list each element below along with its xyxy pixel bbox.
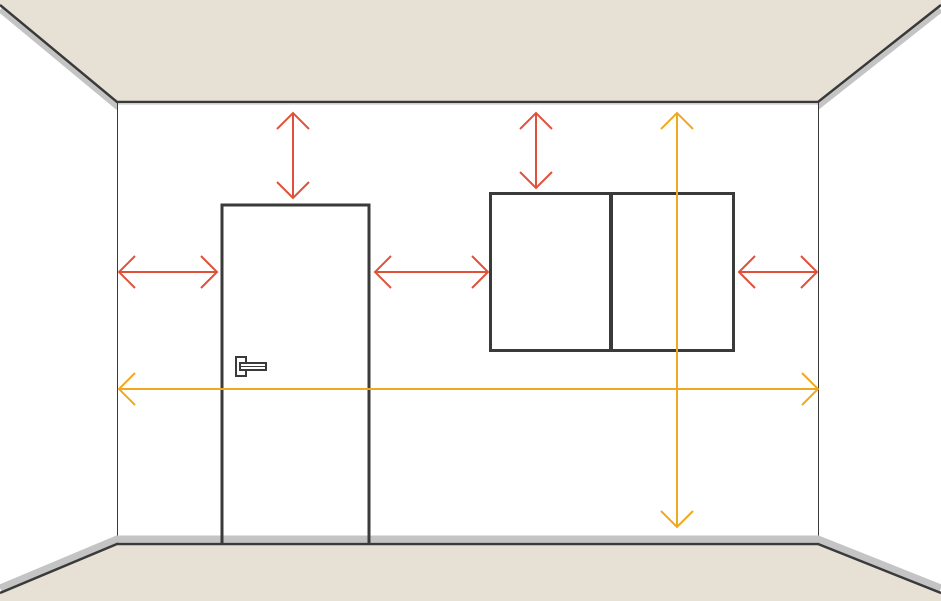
door bbox=[220, 203, 371, 544]
window-to-wall-arrow bbox=[737, 255, 819, 289]
door-to-window-arrow bbox=[373, 255, 490, 289]
door-handle-icon bbox=[235, 356, 267, 377]
floor bbox=[0, 544, 941, 601]
wall-height-arrow bbox=[660, 111, 694, 529]
window-to-ceiling-arrow bbox=[519, 111, 553, 190]
floor-shadow bbox=[0, 535, 941, 592]
wall-width-arrow bbox=[117, 372, 820, 406]
ceiling-edge bbox=[0, 4, 941, 104]
door-to-ceiling-arrow bbox=[276, 111, 310, 200]
ceiling bbox=[0, 0, 941, 102]
back-wall bbox=[117, 105, 818, 544]
floor-edge bbox=[0, 542, 941, 595]
wall-to-door-arrow bbox=[117, 255, 219, 289]
